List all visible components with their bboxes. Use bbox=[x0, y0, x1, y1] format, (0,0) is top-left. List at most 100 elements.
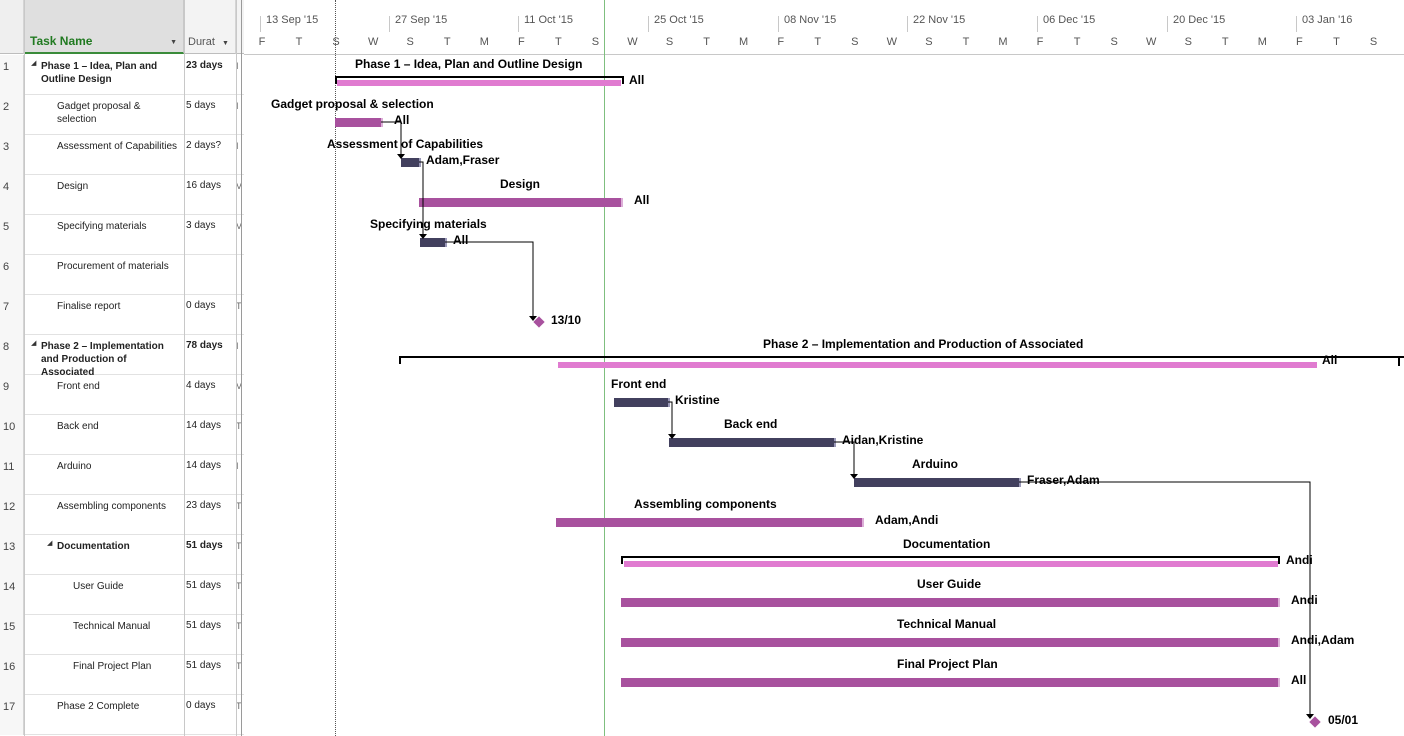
duration-cell[interactable]: 2 days? bbox=[186, 140, 222, 151]
summary-bar-phase2[interactable] bbox=[399, 356, 1404, 364]
table-row[interactable]: 8◢Phase 2 – Implementation and Productio… bbox=[0, 335, 244, 378]
task-name-cell[interactable]: Design bbox=[57, 181, 89, 192]
select-all-corner[interactable] bbox=[0, 0, 24, 54]
duration-cell[interactable]: 51 days bbox=[186, 660, 222, 671]
truncated-cell[interactable]: T bbox=[236, 301, 242, 311]
duration-cell[interactable]: 51 days bbox=[186, 540, 223, 551]
duration-cell[interactable]: 51 days bbox=[186, 580, 222, 591]
task-bar-back[interactable] bbox=[669, 438, 836, 447]
task-bar-arduino[interactable] bbox=[854, 478, 1021, 487]
truncated-cell[interactable]: T bbox=[236, 501, 242, 511]
task-name-cell[interactable]: User Guide bbox=[73, 581, 124, 592]
row-number[interactable]: 11 bbox=[0, 455, 24, 495]
milestone-finalise[interactable] bbox=[533, 316, 545, 328]
truncated-cell[interactable]: T bbox=[236, 661, 242, 671]
duration-cell[interactable]: 51 days bbox=[186, 620, 222, 631]
row-number[interactable]: 15 bbox=[0, 615, 24, 655]
table-row[interactable]: 12 Assembling components 23 days T bbox=[0, 495, 244, 535]
duration-cell[interactable]: 78 days bbox=[186, 340, 223, 351]
collapse-toggle-icon[interactable]: ◢ bbox=[31, 60, 37, 67]
row-number[interactable]: 13 bbox=[0, 535, 24, 575]
summary-progress-documentation[interactable] bbox=[624, 561, 1278, 567]
task-name-cell[interactable]: Front end bbox=[57, 381, 100, 392]
table-row[interactable]: 14 User Guide 51 days T bbox=[0, 575, 244, 615]
task-name-cell[interactable]: Documentation bbox=[57, 541, 130, 552]
duration-cell[interactable]: 0 days bbox=[186, 300, 216, 311]
task-name-cell[interactable]: Back end bbox=[57, 421, 99, 432]
table-row[interactable]: 17 Phase 2 Complete 0 days T bbox=[0, 695, 244, 735]
summary-progress-phase2[interactable] bbox=[558, 362, 1317, 368]
collapse-toggle-icon[interactable]: ◢ bbox=[31, 340, 37, 347]
milestone-complete[interactable] bbox=[1309, 716, 1321, 728]
duration-cell[interactable]: 16 days bbox=[186, 180, 222, 191]
task-bar-assess[interactable] bbox=[401, 158, 421, 167]
task-name-cell[interactable]: Phase 2 Complete bbox=[57, 701, 140, 712]
task-name-cell[interactable]: Assessment of Capabilities bbox=[57, 141, 178, 152]
truncated-cell[interactable]: T bbox=[236, 701, 242, 711]
task-name-cell[interactable]: Gadget proposal & selection bbox=[57, 101, 141, 125]
truncated-cell[interactable]: T bbox=[236, 581, 242, 591]
task-name-cell[interactable]: Phase 1 – Idea, Plan and Outline Design bbox=[41, 61, 158, 85]
truncated-cell[interactable]: I bbox=[236, 61, 239, 71]
truncated-cell[interactable]: V bbox=[236, 381, 243, 391]
task-bar-techmanual[interactable] bbox=[621, 638, 1280, 647]
task-bar-spec[interactable] bbox=[420, 238, 447, 247]
row-number[interactable]: 3 bbox=[0, 135, 24, 175]
split-bar[interactable] bbox=[241, 0, 242, 736]
summary-progress-phase1[interactable] bbox=[337, 80, 621, 86]
task-bar-gadget[interactable] bbox=[335, 118, 383, 127]
truncated-cell[interactable]: I bbox=[236, 101, 239, 111]
task-name-cell[interactable]: Procurement of materials bbox=[57, 261, 169, 272]
truncated-cell[interactable]: V bbox=[236, 221, 243, 231]
duration-cell[interactable]: 14 days bbox=[186, 420, 222, 431]
row-number[interactable]: 16 bbox=[0, 655, 24, 695]
filter-dropdown-icon[interactable]: ▼ bbox=[222, 40, 229, 47]
table-row[interactable]: 16 Final Project Plan 51 days T bbox=[0, 655, 244, 695]
duration-cell[interactable]: 4 days bbox=[186, 380, 216, 391]
row-number[interactable]: 4 bbox=[0, 175, 24, 215]
collapse-toggle-icon[interactable]: ◢ bbox=[47, 540, 53, 547]
task-name-cell[interactable]: Assembling components bbox=[57, 501, 166, 512]
task-name-cell[interactable]: Final Project Plan bbox=[73, 661, 152, 672]
task-bar-design[interactable] bbox=[419, 198, 623, 207]
task-name-cell[interactable]: Phase 2 – Implementation and Production … bbox=[41, 341, 164, 378]
truncated-cell[interactable]: T bbox=[236, 621, 242, 631]
task-bar-front[interactable] bbox=[614, 398, 670, 407]
row-number[interactable]: 14 bbox=[0, 575, 24, 615]
row-number[interactable]: 12 bbox=[0, 495, 24, 535]
table-row[interactable]: 13 ◢ Documentation 51 days T bbox=[0, 535, 244, 575]
task-name-cell[interactable]: Technical Manual bbox=[73, 621, 151, 632]
row-number[interactable]: 1 bbox=[0, 55, 24, 95]
summary-bar-phase1[interactable] bbox=[335, 76, 624, 84]
filter-dropdown-icon[interactable]: ▼ bbox=[170, 39, 177, 46]
row-number[interactable]: 2 bbox=[0, 95, 24, 135]
duration-cell[interactable]: 23 days bbox=[186, 500, 222, 511]
table-row[interactable]: 1 ◢ Phase 1 – Idea, Plan and Outline Desig… bbox=[0, 55, 244, 95]
truncated-cell[interactable]: I bbox=[236, 461, 239, 471]
task-bar-assembling[interactable] bbox=[556, 518, 864, 527]
row-number[interactable]: 17 bbox=[0, 695, 24, 735]
truncated-cell[interactable]: V bbox=[236, 181, 243, 191]
column-header-duration[interactable]: Durat ▼ bbox=[184, 0, 236, 54]
task-name-cell[interactable]: Specifying materials bbox=[57, 221, 147, 232]
truncated-cell[interactable]: T bbox=[236, 421, 242, 431]
table-row[interactable]: 2 Gadget proposal & selection 5 days I bbox=[0, 95, 244, 135]
truncated-cell[interactable]: I bbox=[236, 341, 239, 351]
truncated-cell[interactable]: I bbox=[236, 141, 239, 151]
task-name-cell[interactable]: Finalise report bbox=[57, 301, 121, 312]
table-row[interactable]: 15 Technical Manual 51 days T bbox=[0, 615, 244, 655]
duration-cell[interactable]: 3 days bbox=[186, 220, 216, 231]
row-number[interactable]: 10 bbox=[0, 415, 24, 455]
task-name-cell[interactable]: Arduino bbox=[57, 461, 92, 472]
duration-cell[interactable]: 0 days bbox=[186, 700, 216, 711]
task-bar-userguide[interactable] bbox=[621, 598, 1280, 607]
table-row[interactable]: 10 Back end 14 days T bbox=[0, 415, 244, 455]
duration-cell[interactable]: 5 days bbox=[186, 100, 216, 111]
truncated-cell[interactable]: T bbox=[236, 541, 242, 551]
